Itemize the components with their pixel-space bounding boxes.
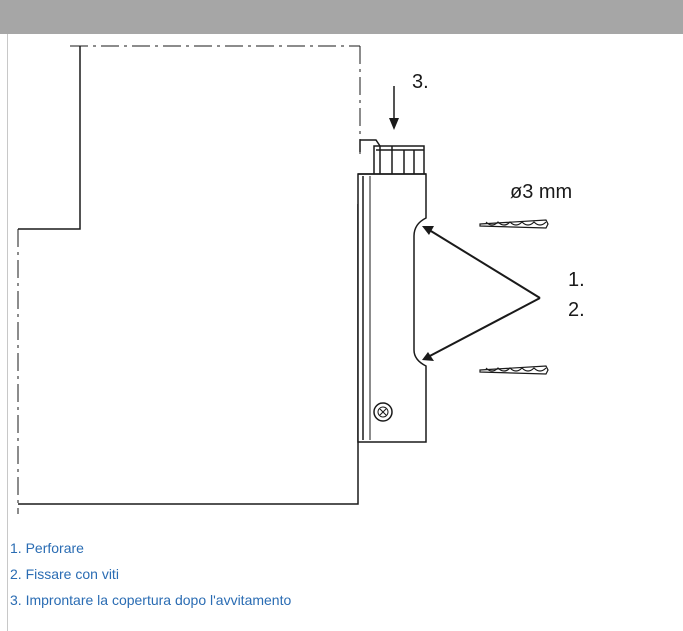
- instruction-step-2: 2. Fissare con viti: [10, 566, 119, 582]
- frame-border: [7, 34, 8, 631]
- mounting-diagram: 3. ø3 mm 1. 2.: [17, 45, 585, 514]
- callout-1-label: 1.: [568, 269, 585, 291]
- instruction-step-1: 1. Perforare: [10, 540, 84, 556]
- drill-bit-icon: [479, 219, 549, 229]
- wall-outline: [18, 46, 359, 505]
- top-bar: [0, 0, 683, 34]
- hole-pointer-arrows: [422, 226, 541, 361]
- instruction-step-3: 3. Improntare la copertura dopo l'avvita…: [10, 592, 292, 608]
- callout-3-label: 3.: [412, 71, 429, 93]
- callout-2-label: 2.: [568, 299, 585, 321]
- center-lines: [17, 45, 361, 514]
- drill-bit-icon: [479, 365, 549, 375]
- press-arrow: [389, 86, 399, 130]
- device-housing: [357, 139, 427, 443]
- diameter-label: ø3 mm: [510, 181, 572, 203]
